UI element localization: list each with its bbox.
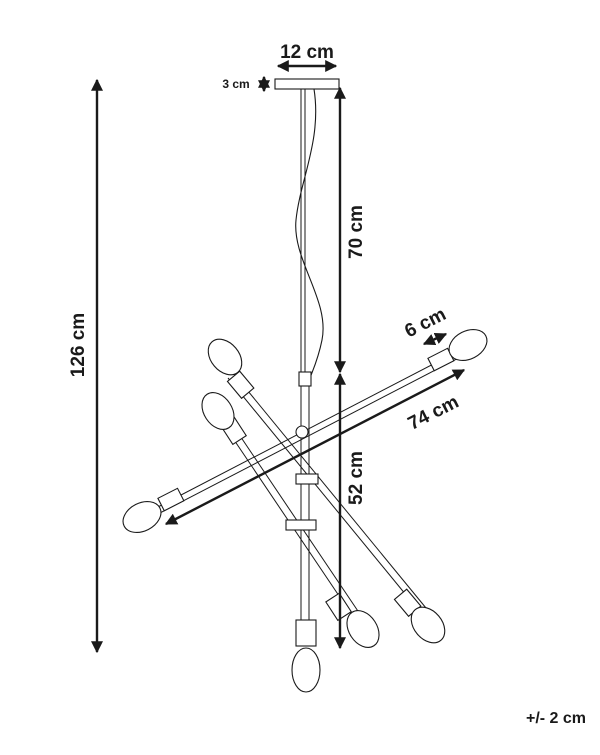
- arm-span-arrow: [164, 368, 466, 526]
- dimension-labels: 12 cm 3 cm 126 cm 70 cm 52 cm 6 cm 74 cm: [68, 42, 462, 505]
- bulb: [448, 329, 488, 361]
- arm-upper-left-to-lower-right: [227, 373, 427, 613]
- total-height-label: 126 cm: [68, 313, 89, 377]
- bulb: [346, 610, 380, 648]
- arm-long-cross: [155, 344, 473, 515]
- bulb-sockets: [157, 347, 455, 647]
- bulb: [291, 647, 321, 693]
- power-cable: [295, 88, 324, 379]
- central-body: [298, 371, 312, 622]
- body-height-label: 52 cm: [346, 451, 367, 505]
- joints: [285, 425, 319, 531]
- bulb: [410, 606, 446, 644]
- tolerance-note: +/- 2 cm: [525, 710, 586, 727]
- bulb-holder-arrow: [422, 332, 448, 346]
- arm-span-label: 74 cm: [405, 392, 463, 435]
- canopy-width-label: 12 cm: [280, 42, 334, 63]
- suspension-rod: [300, 89, 306, 372]
- bulb: [122, 501, 162, 533]
- dimension-lines: [91, 60, 466, 654]
- canopy-height-label: 3 cm: [222, 77, 249, 91]
- rod-length-label: 70 cm: [346, 205, 367, 259]
- canopy: [274, 78, 340, 90]
